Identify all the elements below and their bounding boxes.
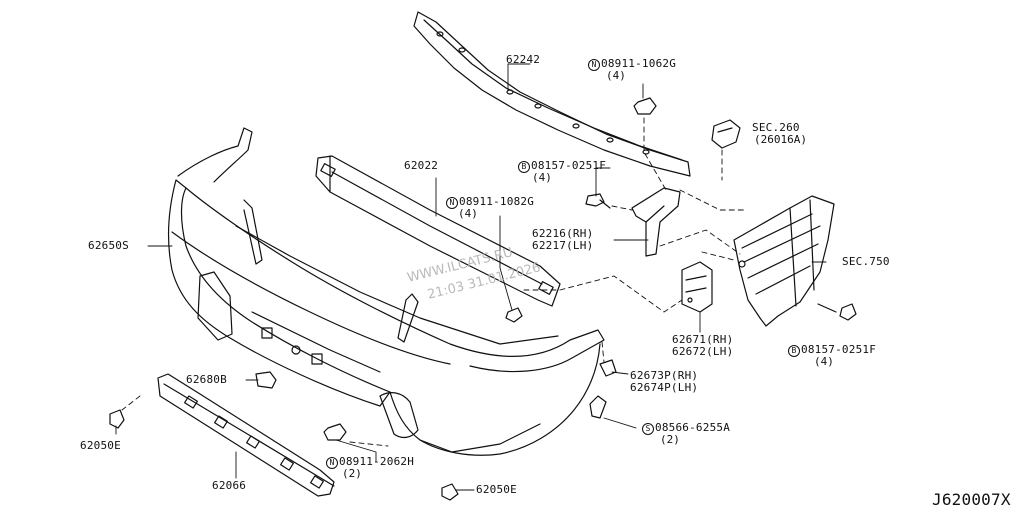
label-62650s: 62650S — [88, 239, 129, 252]
lower-bar-62066 — [157, 373, 335, 497]
bolt-top — [585, 193, 611, 209]
clip-lower-left — [109, 409, 125, 429]
label-62022: 62022 — [404, 159, 439, 172]
fastener-part-number: 08911-1062G — [601, 57, 677, 70]
qty-08911-1062g: (4) — [606, 69, 626, 82]
label-62217: 62217(LH) — [532, 239, 594, 252]
leader-lines — [115, 63, 827, 491]
nut-62242 — [633, 97, 657, 115]
label-62242: 62242 — [506, 53, 541, 66]
dashed-reference-lines — [121, 117, 745, 447]
fastener-prefix-circle: N — [446, 197, 458, 209]
label-62674p: 62674P(LH) — [630, 381, 699, 394]
qty-08157-0251f-right: (4) — [814, 355, 834, 368]
energy-absorber-62022 — [315, 155, 561, 307]
stay-62671 — [681, 261, 713, 313]
label-sec260: SEC.260 — [752, 121, 800, 134]
bumper-fascia-62650s — [167, 127, 605, 456]
nut-62022 — [505, 307, 523, 323]
label-62050e-left: 62050E — [80, 439, 121, 452]
reinforcement-beam-62242 — [413, 11, 691, 177]
diagram-code: J620007X — [932, 490, 1011, 509]
fastener-prefix-circle: N — [588, 59, 600, 71]
fastener-part-number: 08911-1082G — [459, 195, 535, 208]
label-62680b: 62680B — [186, 373, 227, 386]
screw-62673 — [599, 359, 617, 377]
fastener-prefix-circle: B — [788, 345, 800, 357]
qty-08566-6255a: (2) — [660, 433, 680, 446]
clip-lower-bottom — [441, 483, 459, 501]
screw-08566 — [589, 395, 607, 419]
frame-sec750 — [733, 195, 835, 327]
qty-08157-0251f-top: (4) — [532, 171, 552, 184]
fastener-prefix-circle: N — [326, 457, 338, 469]
label-62066: 62066 — [212, 479, 247, 492]
fastener-part-number: 08566-6255A — [655, 421, 731, 434]
label-sec750: SEC.750 — [842, 255, 890, 268]
fastener-part-number: 08157-0251F — [801, 343, 877, 356]
label-62050e-bottom: 62050E — [476, 483, 517, 496]
clip-62680b — [255, 371, 277, 389]
fastener-part-number: 08911-2062H — [339, 455, 415, 468]
nut-lower — [323, 423, 347, 441]
fastener-part-number: 08157-0251F — [531, 159, 607, 172]
fastener-prefix-circle: S — [642, 423, 654, 435]
label-62216: 62216(RH) — [532, 227, 594, 240]
lamp-bracket-sec260 — [711, 119, 741, 149]
label-62672: 62672(LH) — [672, 345, 734, 358]
label-62673p: 62673P(RH) — [630, 369, 699, 382]
qty-08911-2062h: (2) — [342, 467, 362, 480]
qty-08911-1082g: (4) — [458, 207, 478, 220]
fastener-prefix-circle: B — [518, 161, 530, 173]
bracket-62216 — [631, 187, 681, 257]
label-sec260-sub: (26016A) — [754, 133, 807, 146]
label-62671: 62671(RH) — [672, 333, 734, 346]
bolt-right — [817, 303, 857, 321]
